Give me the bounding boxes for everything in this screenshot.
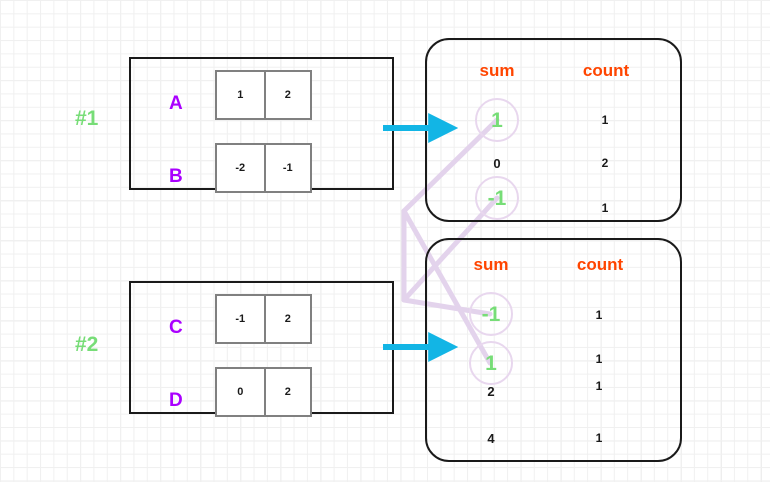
panel1-count-row2: 1 — [601, 201, 609, 215]
cell-c-1: 2 — [263, 296, 311, 342]
panel2-sum-row2: 2 — [487, 384, 495, 399]
panel1-header-count: count — [582, 61, 630, 80]
row-label-a: A — [169, 93, 184, 114]
cell-d-1: 2 — [263, 369, 311, 415]
cell-b-0: -2 — [235, 162, 246, 174]
row-label-d: D — [169, 390, 184, 411]
row-label-c: C — [169, 317, 184, 338]
panel1-highlight-circle-row2 — [475, 176, 519, 220]
cell-d-0: 0 — [237, 386, 244, 398]
panel1-sum-row2: -1 — [487, 187, 507, 210]
panel2-count-row1: 1 — [595, 352, 603, 366]
panel2-count-row2: 1 — [595, 379, 603, 393]
panel1-highlight-circle-row0 — [475, 98, 519, 142]
group-tag-1: #1 — [75, 107, 99, 130]
panel2-sum-row1: 1 — [485, 352, 497, 375]
cell-a-1: 2 — [263, 72, 311, 118]
panel2-highlight-circle-row0 — [469, 292, 513, 336]
value-pair-d: 0 2 — [215, 367, 312, 417]
value-pair-b: -2 -1 — [215, 143, 312, 193]
cell-c-0: -1 — [235, 313, 246, 325]
panel2-header-count: count — [576, 255, 624, 274]
value-pair-c: -1 2 — [215, 294, 312, 344]
value-pair-a: 1 2 — [215, 70, 312, 120]
panel2-sum-row3: 4 — [487, 431, 495, 446]
input-block-2: C -1 2 D 0 2 — [129, 281, 394, 417]
input-block-1: A 1 2 B -2 -1 — [129, 57, 394, 193]
row-label-b: B — [169, 166, 184, 187]
panel2-count-row0: 1 — [595, 308, 603, 322]
panel2-sum-row0: -1 — [481, 303, 501, 326]
panel1-sum-row0: 1 — [491, 109, 503, 132]
cell-a-0: 1 — [237, 89, 244, 101]
panel1-sum-row1: 0 — [493, 156, 501, 171]
panel1-header-sum: sum — [479, 61, 515, 80]
panel1-count-row1: 2 — [601, 156, 609, 170]
group-tag-2: #2 — [75, 333, 99, 356]
panel2-count-row3: 1 — [595, 431, 603, 445]
cell-b-1: -1 — [263, 145, 311, 191]
panel1-count-row0: 1 — [601, 113, 609, 127]
panel2-highlight-circle-row1 — [469, 341, 513, 385]
panel2-header-sum: sum — [473, 255, 509, 274]
